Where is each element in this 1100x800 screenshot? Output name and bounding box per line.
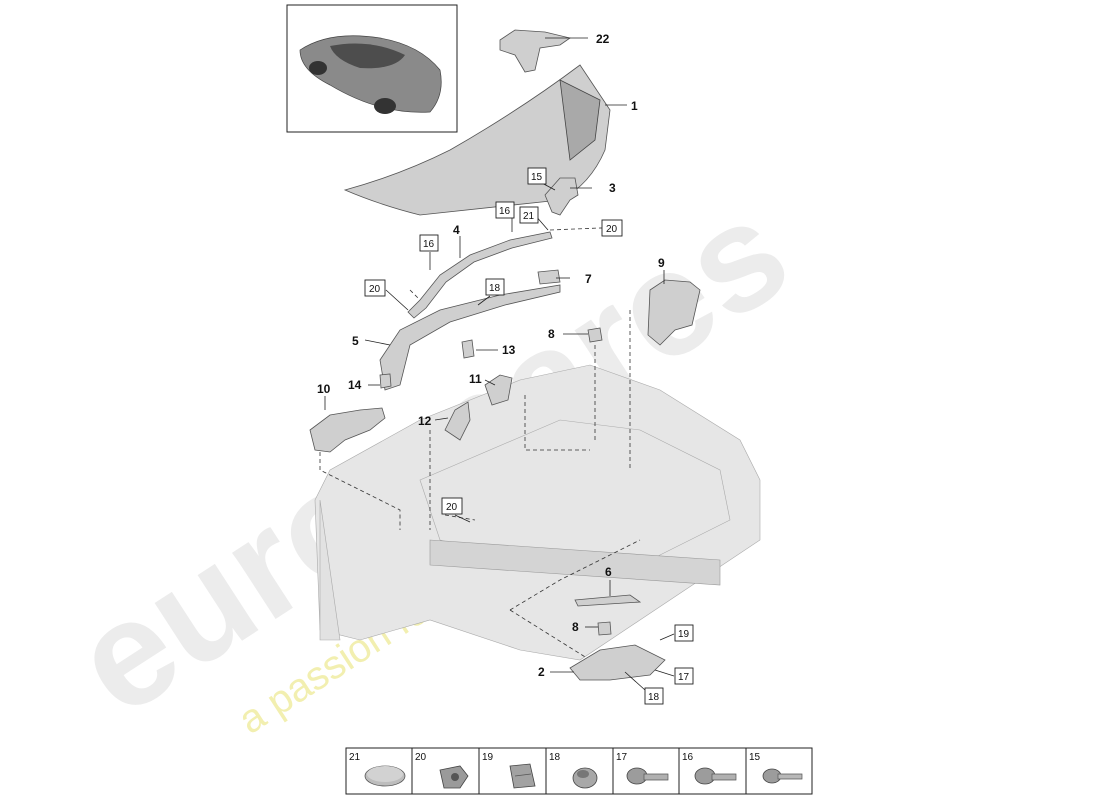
legend-num-19: 19 xyxy=(482,752,494,763)
vehicle-thumbnail xyxy=(286,4,458,133)
boxed-callout-15: 15 xyxy=(527,167,547,185)
callout-22: 22 xyxy=(596,32,610,46)
parts xyxy=(309,29,701,681)
boxed-callout-20-top: 20 xyxy=(601,219,623,237)
expansion-rivet-icon xyxy=(572,767,598,789)
callout-6: 6 xyxy=(605,565,612,579)
svg-text:20: 20 xyxy=(606,224,618,235)
svg-text:19: 19 xyxy=(678,629,690,640)
callout-4: 4 xyxy=(453,223,460,237)
cap-disc-icon xyxy=(364,765,406,787)
boxed-callout-20-center: 20 xyxy=(441,497,463,515)
callout-12: 12 xyxy=(418,414,432,428)
boxed-callouts: 15 16 21 20 16 20 18 20 xyxy=(364,167,694,705)
callout-10: 10 xyxy=(317,382,331,396)
boxed-callout-18-bottom: 18 xyxy=(644,687,664,705)
callout-3: 3 xyxy=(609,181,616,195)
part-6-strip xyxy=(574,594,642,607)
callout-13: 13 xyxy=(502,343,516,357)
legend-num-20: 20 xyxy=(415,752,427,763)
part-11-bracket xyxy=(484,374,513,406)
spring-clip-icon xyxy=(509,763,536,789)
callout-1: 1 xyxy=(631,99,638,113)
part-7-clip xyxy=(537,269,561,285)
part-5-water-deflector xyxy=(379,284,561,391)
callout-2: 2 xyxy=(538,665,545,679)
boxed-callout-21: 21 xyxy=(519,206,539,224)
part-22-bracket xyxy=(499,29,571,73)
legend-num-16: 16 xyxy=(682,752,694,763)
legend-num-18: 18 xyxy=(549,752,561,763)
boxed-callout-19: 19 xyxy=(674,624,694,642)
part-2-cover xyxy=(569,644,666,681)
boxed-callout-17: 17 xyxy=(674,667,694,685)
svg-text:16: 16 xyxy=(423,239,435,250)
legend-num-15: 15 xyxy=(749,752,761,763)
callout-8-lower: 8 xyxy=(572,620,579,634)
legend-num-17: 17 xyxy=(616,752,628,763)
part-4-seal-strip xyxy=(407,231,553,319)
part-13-clip xyxy=(461,339,475,359)
svg-text:18: 18 xyxy=(648,692,660,703)
part-12-bracket xyxy=(444,401,471,441)
flange-bolt-icon xyxy=(626,767,669,785)
svg-text:21: 21 xyxy=(523,211,535,222)
flange-bolt-icon xyxy=(694,767,737,785)
assembly-lines xyxy=(319,227,641,661)
svg-text:17: 17 xyxy=(678,672,690,683)
clip-nut-icon xyxy=(439,765,469,789)
legend-num-21: 21 xyxy=(349,752,361,763)
callout-5: 5 xyxy=(352,334,359,348)
svg-text:15: 15 xyxy=(531,172,543,183)
boxed-callout-20-left: 20 xyxy=(364,279,386,297)
part-9-bracket xyxy=(647,279,701,346)
part-10-duct xyxy=(309,407,386,453)
leader-lines xyxy=(324,37,675,691)
body-structure xyxy=(314,364,761,661)
screw-icon xyxy=(762,768,803,784)
callout-8-upper: 8 xyxy=(548,327,555,341)
svg-text:18: 18 xyxy=(489,283,501,294)
part-14-clip xyxy=(379,373,392,389)
callout-11: 11 xyxy=(469,372,482,386)
boxed-callout-16-right: 16 xyxy=(495,201,515,219)
callout-7: 7 xyxy=(585,272,592,286)
fastener-legend: 21 20 19 18 17 16 15 xyxy=(345,747,813,795)
callout-numbers: 22 1 3 4 7 9 8 5 13 14 11 10 12 6 8 2 xyxy=(317,32,665,679)
part-8-clip-upper xyxy=(587,327,603,343)
svg-text:16: 16 xyxy=(499,206,511,217)
callout-9: 9 xyxy=(658,256,665,270)
svg-text:20: 20 xyxy=(446,502,458,513)
boxed-callout-16-left: 16 xyxy=(419,234,439,252)
boxed-callout-18-top: 18 xyxy=(485,278,505,296)
callout-14: 14 xyxy=(348,378,362,392)
part-8-clip-lower xyxy=(597,621,612,636)
svg-text:20: 20 xyxy=(369,284,381,295)
part-3-hose xyxy=(544,177,579,216)
